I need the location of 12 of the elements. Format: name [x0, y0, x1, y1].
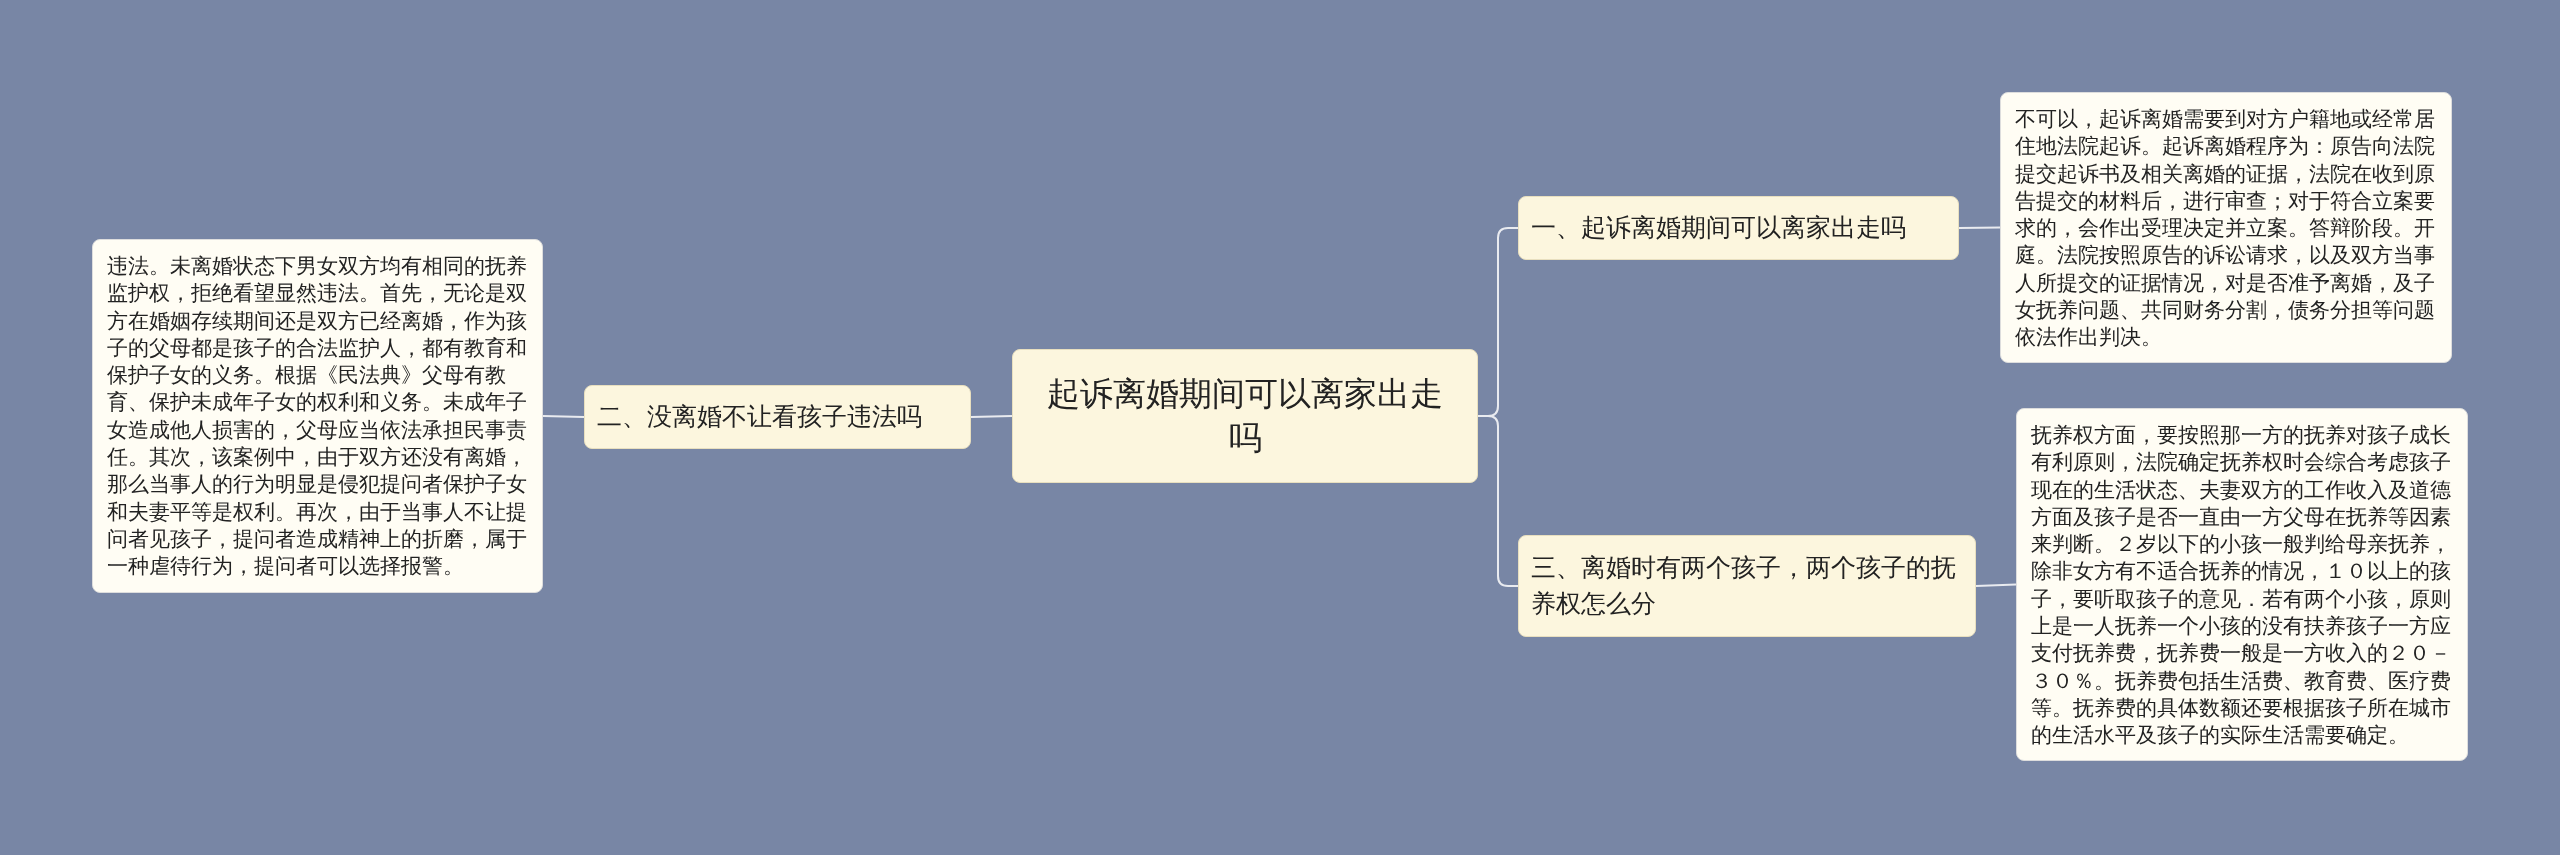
answer-box: 违法。未离婚状态下男女双方均有相同的抚养监护权，拒绝看望显然违法。首先，无论是双方在婚姻存续期间还是双方已经离婚，作为孩子的父母都是孩子的合法监护人，都有教育和保护子女的义务。根据《民法典》父母有教育、保护未成年子女的权利和义务。未成年子女造成他人损害的，父母应当依法承担民事责任。其次，该案例中，由于双方还没有离婚，那么当事人的行为明显是侵犯提问者保护子女和夫妻平等是权利。再次，由于当事人不让提问者见孩子，提问者造成精神上的折磨，属于一种虐待行为，提问者可以选择报警。	[92, 239, 543, 593]
topic-box: 起诉离婚期间可以离家出走吗	[1012, 349, 1478, 483]
connector-line	[970, 415, 1013, 418]
connector-line	[1958, 226, 2001, 229]
answer-box: 抚养权方面，要按照那一方的抚养对孩子成长有利原则，法院确定抚养权时会综合考虑孩子现在的生活状态、夫妻双方的工作收入及道德方面及孩子是否一直由一方父母在抚养等因素来判断。２岁以下的小孩一般判给母亲抚养，除非女方有不适合抚养的情况，１０以上的孩子，要听取孩子的意见．若有两个小孩，原则上是一人抚养一个小孩的没有扶养孩子一方应支付抚养费，抚养费一般是一方收入的２０－３０％。抚养费包括生活费、教育费、医疗费等。抚养费的具体数额还要根据孩子所在城市的生活水平及孩子的实际生活需要确定。	[2016, 408, 2468, 761]
subtopic-box: 二、没离婚不让看孩子违法吗	[584, 385, 971, 449]
subtopic-box: 一、起诉离婚期间可以离家出走吗	[1518, 196, 1959, 260]
answer-box: 不可以，起诉离婚需要到对方户籍地或经常居住地法院起诉。起诉离婚程序为：原告向法院提交起诉书及相关离婚的证据，法院在收到原告提交的材料后，进行审查；对于符合立案要求的，会作出受理决定并立案。答辩阶段。开庭。法院按照原告的诉讼请求，以及双方当事人所提交的证据情况，对是否准予离婚，及子女抚养问题、共同财务分割，债务分担等问题依法作出判决。	[2000, 92, 2452, 363]
connector-line	[1975, 583, 2017, 587]
connector-line	[542, 415, 585, 418]
connector-line	[1477, 415, 1519, 587]
subtopic-box: 三、离婚时有两个孩子，两个孩子的抚养权怎么分	[1518, 535, 1976, 637]
